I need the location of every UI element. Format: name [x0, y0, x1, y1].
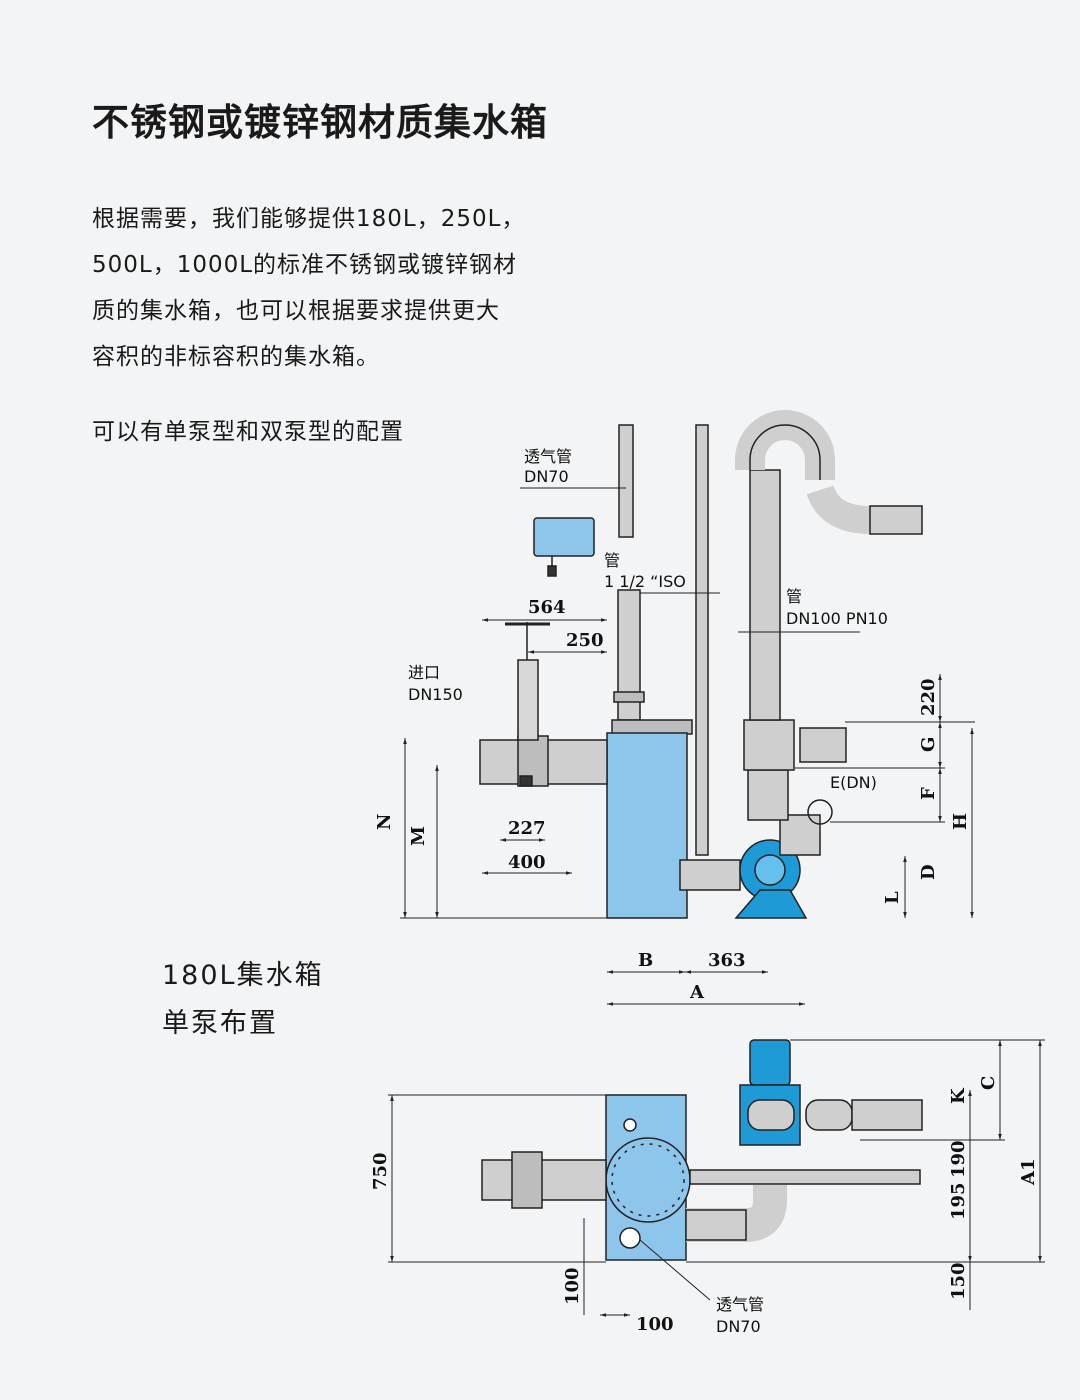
dim-400: 400 — [508, 852, 546, 873]
dim-G: G — [918, 737, 939, 752]
discharge-pipe — [749, 469, 781, 721]
dim-564: 564 — [528, 597, 566, 618]
dim-750: 750 — [370, 1152, 391, 1190]
drawing-caption: 180L集水箱 单泵布置 — [162, 952, 324, 1048]
dim-M: M — [408, 826, 429, 846]
iso-pipe — [695, 424, 709, 856]
check-valve-icon — [779, 799, 833, 856]
gate-valve-icon — [505, 622, 550, 787]
label-vent-pipe-bottom-1: 透气管 — [716, 1295, 764, 1314]
page-title: 不锈钢或镀锌钢材质集水箱 — [92, 101, 548, 144]
dim-B: B — [638, 950, 653, 971]
description: 根据需要，我们能够提供180L，250L， 500L，1000L的标准不锈钢或镀… — [92, 196, 652, 380]
dim-K: K — [948, 1087, 969, 1104]
caption-line-2: 单泵布置 — [162, 1008, 278, 1039]
dim-F: F — [918, 787, 939, 800]
dim-L: L — [882, 891, 903, 904]
vent-pipe-top-view — [619, 1227, 641, 1249]
top-view-labels: 750 100 100 C K 190 A1 195 150 透气管 DN70 — [370, 1076, 1039, 1336]
description-line: 容积的非标容积的集水箱。 — [92, 344, 380, 370]
label-dn100-pipe-1: 管 — [786, 587, 802, 606]
dim-A: A — [689, 982, 705, 1003]
side-view — [400, 410, 975, 1006]
dim-C: C — [978, 1076, 999, 1090]
top-view — [388, 1039, 1045, 1317]
dim-N: N — [374, 814, 395, 830]
label-iso-pipe-1: 管 — [604, 551, 620, 570]
dim-100-vertical: 100 — [562, 1267, 583, 1305]
dim-190: 190 — [948, 1140, 969, 1178]
dim-H: H — [950, 813, 971, 830]
dim-363: 363 — [708, 950, 746, 971]
vent-pipe — [618, 424, 634, 538]
label-dn100-pipe-2: DN100 PN10 — [786, 609, 888, 628]
label-iso-pipe-2: 1 1/2 “ISO — [604, 572, 686, 591]
label-e-dn: E(DN) — [830, 773, 877, 792]
label-inlet-1: 进口 — [408, 663, 440, 682]
dim-195: 195 — [948, 1182, 969, 1220]
dim-D: D — [918, 864, 939, 880]
label-vent-pipe-top-2: DN70 — [524, 467, 569, 486]
tank-body — [606, 732, 688, 919]
description-line: 根据需要，我们能够提供180L，250L， — [92, 206, 526, 232]
manhole-cover-icon — [605, 1137, 691, 1223]
dim-220: 220 — [918, 678, 939, 716]
config-note: 可以有单泵型和双泵型的配置 — [92, 419, 404, 445]
label-vent-pipe-top-1: 透气管 — [524, 447, 572, 466]
dim-A1: A1 — [1018, 1159, 1039, 1187]
description-line: 500L，1000L的标准不锈钢或镀锌钢材 — [92, 252, 518, 278]
dim-100-horizontal: 100 — [636, 1314, 674, 1335]
caption-line-1: 180L集水箱 — [162, 960, 324, 991]
dim-250: 250 — [566, 630, 604, 651]
label-vent-pipe-bottom-2: DN70 — [716, 1317, 761, 1336]
dim-150: 150 — [948, 1262, 969, 1300]
float-switch-icon — [533, 517, 595, 577]
side-view-labels: 透气管 DN70 管 1 1/2 “ISO 管 DN100 PN10 进口 DN… — [374, 447, 971, 1003]
label-inlet-2: DN150 — [408, 685, 463, 704]
description-line: 质的集水箱，也可以根据要求提供更大 — [92, 298, 500, 324]
dim-227: 227 — [508, 818, 546, 839]
